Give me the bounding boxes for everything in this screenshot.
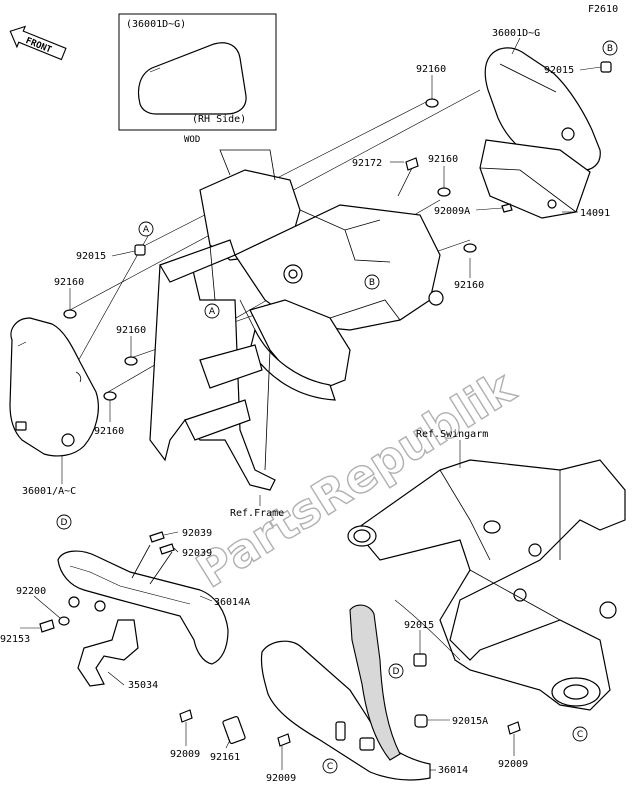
bracket-14091 bbox=[479, 139, 591, 219]
hardware-parts bbox=[39, 61, 612, 747]
swingarm-drawing bbox=[347, 459, 626, 711]
ref-swingarm-label: Ref.Swingarm bbox=[416, 429, 488, 440]
label-92009-b: 92009 bbox=[266, 773, 296, 784]
bolt-92172 bbox=[405, 157, 419, 171]
label-92015-low: 92015 bbox=[404, 620, 434, 631]
grommet-92015-left bbox=[134, 244, 146, 256]
svg-text:B: B bbox=[369, 278, 375, 288]
svg-text:C: C bbox=[577, 730, 583, 740]
callout-c-lower: C bbox=[322, 758, 338, 774]
chain-guard-36014 bbox=[222, 604, 431, 781]
label-36001dg: 36001D~G bbox=[492, 28, 540, 39]
inset-side-cover-shape bbox=[137, 42, 247, 115]
label-92015-left: 92015 bbox=[76, 251, 106, 262]
part-number-labels: 36001D~G 92015 92160 92172 92160 92009A … bbox=[0, 28, 610, 784]
label-92160-right: 92160 bbox=[454, 280, 484, 291]
label-92160-bottom: 92160 bbox=[94, 426, 124, 437]
label-36014: 36014 bbox=[438, 765, 468, 776]
bolt-92009-c bbox=[507, 721, 521, 735]
inset-rh-side: (36001D~G) (RH Side) bbox=[118, 13, 277, 131]
svg-text:D: D bbox=[61, 518, 68, 528]
callout-b-frame: B bbox=[364, 274, 380, 290]
callout-d-upper: D bbox=[56, 514, 72, 530]
label-92153: 92153 bbox=[0, 634, 30, 645]
label-92160-left: 92160 bbox=[54, 277, 84, 288]
collar-92160-lower bbox=[124, 356, 138, 366]
callout-d-lower: D bbox=[388, 663, 404, 679]
inset-side-note: (RH Side) bbox=[192, 114, 246, 125]
ref-frame-label: Ref.Frame bbox=[230, 508, 284, 519]
inset-part-ref: (36001D~G) bbox=[126, 19, 186, 30]
collar-92015-low bbox=[413, 653, 427, 667]
collar-92160-bottom bbox=[103, 391, 117, 401]
svg-text:D: D bbox=[393, 667, 400, 677]
bolt-92009-b bbox=[277, 733, 291, 747]
svg-text:A: A bbox=[143, 225, 150, 235]
bracket-35034 bbox=[77, 619, 139, 687]
left-side-cover bbox=[9, 317, 99, 457]
clip-92039-b bbox=[159, 543, 175, 555]
diagram-code: F2610 bbox=[588, 4, 618, 15]
right-side-cover bbox=[484, 47, 601, 171]
label-92039-b: 92039 bbox=[182, 548, 212, 559]
label-92015-top: 92015 bbox=[544, 65, 574, 76]
label-92015a: 92015A bbox=[452, 716, 488, 727]
inset-market-code: WOD bbox=[184, 135, 200, 145]
front-arrow-icon: FRONT bbox=[9, 25, 67, 61]
callout-a-frame: A bbox=[204, 303, 220, 319]
svg-text:A: A bbox=[209, 307, 216, 317]
callout-b-top: B bbox=[602, 40, 618, 56]
bolt-92153 bbox=[39, 619, 55, 633]
collar-92160-left bbox=[63, 309, 77, 319]
label-92200: 92200 bbox=[16, 586, 46, 597]
label-92009-a: 92009 bbox=[170, 749, 200, 760]
label-36001ac: 36001/A~C bbox=[22, 486, 76, 497]
label-92160-lower: 92160 bbox=[116, 325, 146, 336]
label-92009a: 92009A bbox=[434, 206, 470, 217]
label-36014a: 36014A bbox=[214, 597, 250, 608]
label-92160-top: 92160 bbox=[416, 64, 446, 75]
svg-text:C: C bbox=[327, 762, 333, 772]
label-92039-a: 92039 bbox=[182, 528, 212, 539]
callout-c-right: C bbox=[572, 726, 588, 742]
label-92160-mid: 92160 bbox=[428, 154, 458, 165]
label-92172: 92172 bbox=[352, 158, 382, 169]
label-35034: 35034 bbox=[128, 680, 158, 691]
label-92009-c: 92009 bbox=[498, 759, 528, 770]
frame-drawing bbox=[149, 149, 444, 491]
grommet-92015-top bbox=[600, 61, 612, 73]
bolt-92009a bbox=[501, 203, 513, 213]
callout-a-upper: A bbox=[138, 221, 154, 237]
label-14091: 14091 bbox=[580, 208, 610, 219]
grommet-92015a bbox=[414, 714, 428, 728]
collar-92160-mid bbox=[437, 187, 451, 197]
label-92161: 92161 bbox=[210, 752, 240, 763]
bolt-92009-a bbox=[179, 709, 193, 723]
collar-92160-top bbox=[425, 98, 439, 108]
chain-guard-36014a bbox=[57, 544, 229, 665]
collar-92160-right bbox=[463, 243, 477, 253]
clip-92039-a bbox=[149, 531, 165, 543]
svg-text:B: B bbox=[607, 44, 613, 54]
washer-92200 bbox=[58, 616, 70, 626]
leader-lines bbox=[20, 37, 602, 771]
